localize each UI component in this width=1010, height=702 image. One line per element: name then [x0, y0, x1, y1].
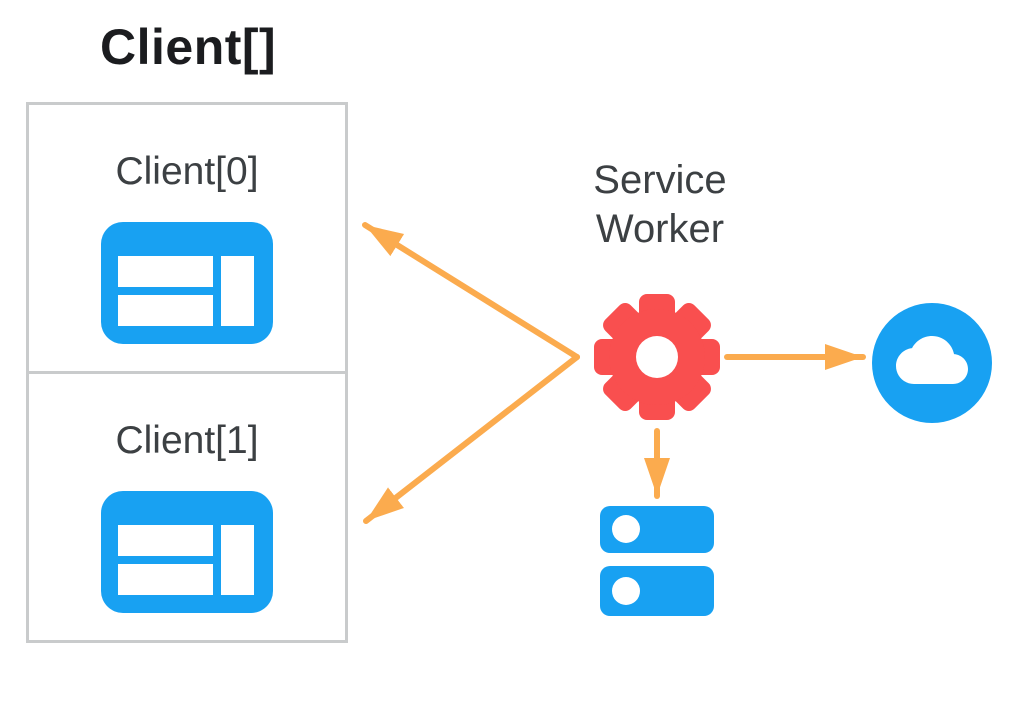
- cloud-icon: [872, 303, 992, 423]
- browser-window-icon: [101, 491, 273, 613]
- client-1-label: Client[1]: [115, 419, 259, 462]
- arrow-sw-to-client-0: [362, 222, 580, 360]
- browser-window-icon: [101, 222, 273, 344]
- clients-group-box: Client[0] Client[1]: [26, 102, 348, 643]
- client-0-label: Client[0]: [115, 150, 259, 193]
- service-worker-label: Service Worker: [593, 158, 727, 251]
- client-0-cell: Client[0]: [29, 105, 345, 374]
- client-1-cell: Client[1]: [29, 374, 345, 640]
- clients-array-title: Client[]: [100, 19, 277, 75]
- storage-disks-icon: [600, 506, 714, 616]
- arrow-sw-to-client-1: [363, 354, 580, 524]
- gear-icon: [594, 294, 720, 420]
